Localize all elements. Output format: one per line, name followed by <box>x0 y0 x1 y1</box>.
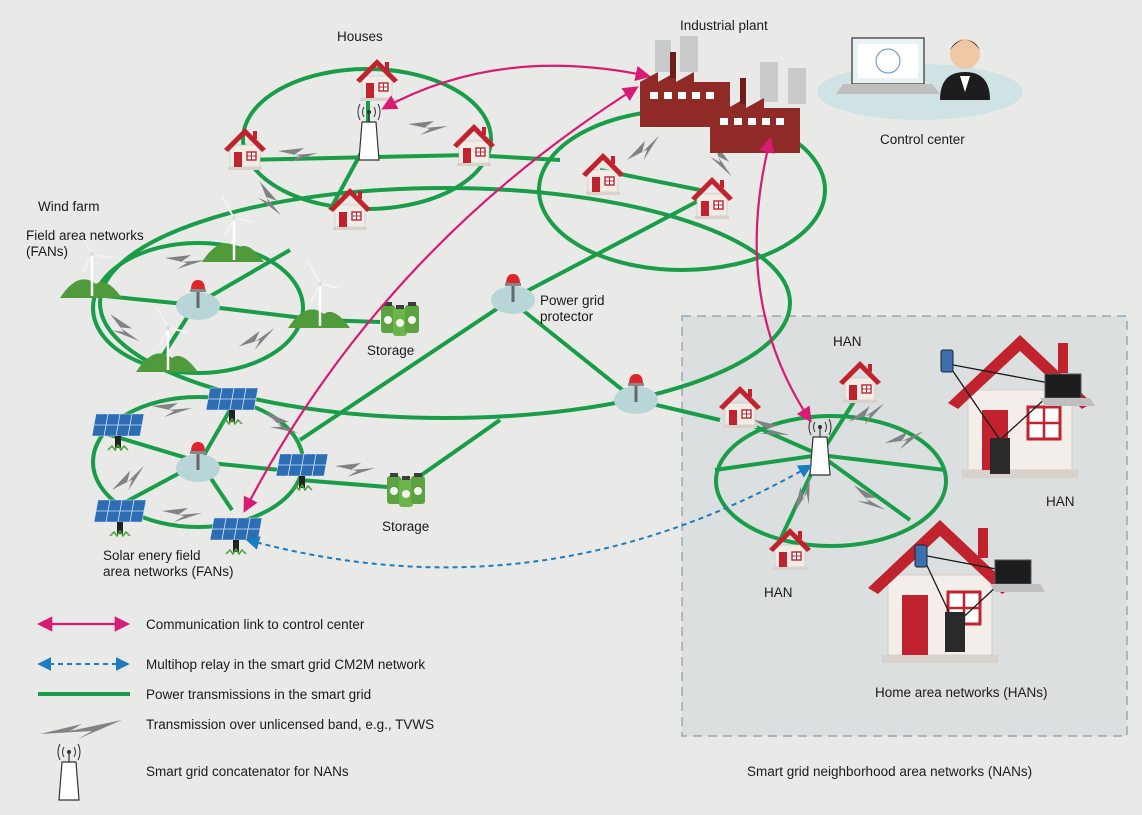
grid-protector-icon <box>491 274 535 314</box>
legend-label: Transmission over unlicensed band, e.g.,… <box>146 717 434 732</box>
legend-item-communication-link: Communication link to control center <box>36 616 365 632</box>
label-han-right: HAN <box>1046 494 1075 509</box>
grid-protector-icon <box>176 442 220 482</box>
house-icon <box>581 152 625 196</box>
label-power-grid-line1: Power grid <box>540 293 605 308</box>
solar-panel-icon <box>93 499 147 537</box>
legend-item-power-transmission: Power transmissions in the smart grid <box>38 687 371 702</box>
house-icon <box>690 176 734 220</box>
han-devices <box>914 349 1095 652</box>
legend-item-multihop-relay: Multihop relay in the smart grid CM2M ne… <box>37 657 425 672</box>
house-icon <box>355 58 399 102</box>
label-storage-bottom: Storage <box>382 519 429 534</box>
house-icon <box>223 127 267 171</box>
legend-label: Multihop relay in the smart grid CM2M ne… <box>146 657 425 672</box>
legend-label: Power transmissions in the smart grid <box>146 687 371 702</box>
label-fan-line1: Field area networks <box>26 228 144 243</box>
multihop-relay-link <box>245 464 813 569</box>
concentrator-antenna-icon <box>357 103 381 161</box>
laptop-icon <box>994 559 1032 585</box>
label-storage-top: Storage <box>367 343 414 358</box>
phone-icon <box>940 349 954 373</box>
label-nan-title: Smart grid neighborhood area networks (N… <box>747 764 1032 779</box>
label-han-top: HAN <box>833 334 862 349</box>
wireless-bolt-icon <box>625 131 665 169</box>
factory-icon <box>640 36 806 153</box>
wireless-bolt-icon <box>408 121 448 135</box>
wireless-bolt-icon <box>335 463 375 477</box>
operator-icon <box>940 39 990 100</box>
legend-label: Communication link to control center <box>146 617 365 632</box>
battery-storage-icon <box>387 473 425 507</box>
wireless-bolt-icon <box>40 720 122 739</box>
grid-protector-icon <box>614 374 658 414</box>
wireless-bolt-icon <box>237 323 279 357</box>
label-industrial-plant: Industrial plant <box>680 18 768 33</box>
battery-storage-icon <box>381 302 419 336</box>
wireless-bolt-icon <box>165 255 205 269</box>
legend-label: Smart grid concatenator for NANs <box>146 764 349 779</box>
label-control-center: Control center <box>880 132 965 147</box>
grid-protector-icon <box>176 280 220 320</box>
legend-item-unlicensed-band: Transmission over unlicensed band, e.g.,… <box>40 717 434 739</box>
wireless-bolt-icon <box>152 403 192 417</box>
laptop-icon <box>1044 373 1082 399</box>
solar-panel-icon <box>205 387 259 425</box>
concentrator-antenna-icon <box>57 743 81 801</box>
legend: Communication link to control center Mul… <box>36 616 434 801</box>
communication-links <box>243 64 812 513</box>
label-han-bottom: HAN <box>764 585 793 600</box>
solar-panel-icon <box>275 453 329 491</box>
label-solar-line1: Solar enery field <box>103 548 201 563</box>
label-home-area-networks: Home area networks (HANs) <box>875 685 1048 700</box>
label-wind-farm: Wind farm <box>38 199 100 214</box>
label-fan-line2: (FANs) <box>26 244 68 259</box>
label-solar-line2: area networks (FANs) <box>103 564 234 579</box>
desktop-tower-icon <box>945 612 965 652</box>
wind-turbine-icon <box>286 260 352 330</box>
control-center-workstation <box>836 37 990 100</box>
label-houses: Houses <box>337 29 383 44</box>
label-power-grid-line2: protector <box>540 309 594 324</box>
phone-icon <box>914 544 928 568</box>
legend-item-concentrator: Smart grid concatenator for NANs <box>57 743 349 801</box>
solar-panel-icon <box>209 517 263 555</box>
wireless-bolt-icon <box>162 508 202 522</box>
desktop-tower-icon <box>990 438 1010 474</box>
